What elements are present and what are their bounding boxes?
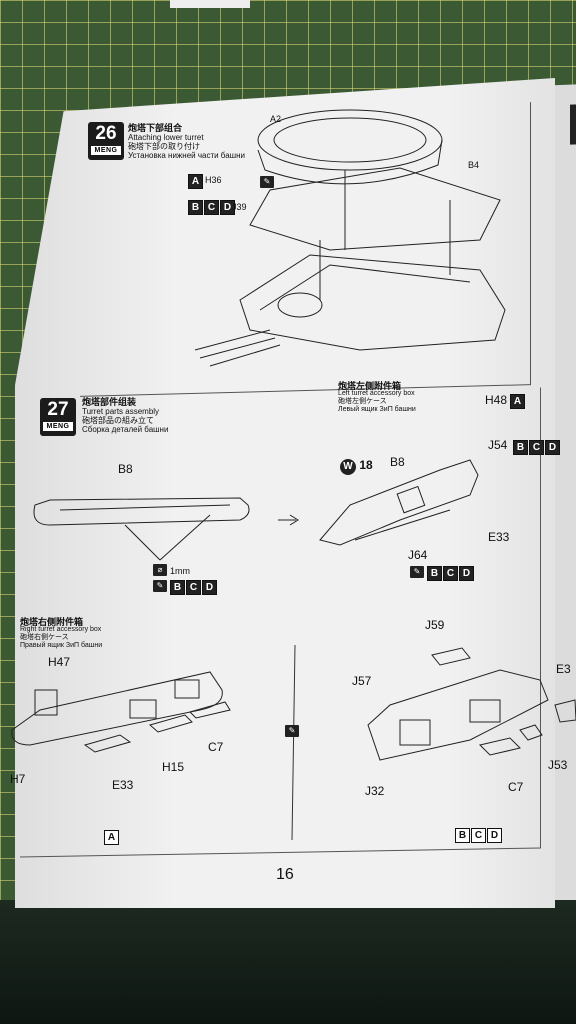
step-26-boxes-bcd: B C D <box>188 200 235 215</box>
step-27-title-en: Turret parts assembly <box>82 407 160 416</box>
label-h36: H36 <box>205 175 222 185</box>
step-26-title: 炮塔下部组合 Attaching lower turret 砲塔下部の取り付け … <box>128 123 245 161</box>
glue-icon-right: ✎ <box>410 566 424 578</box>
step-27-boxes-bcd-left: B C D <box>170 580 217 595</box>
label-a2: A2 <box>270 114 282 124</box>
box-d: D <box>459 566 474 581</box>
box-b: B <box>170 580 185 595</box>
step-27-number: 27 <box>47 399 69 420</box>
box-c: C <box>186 580 201 595</box>
label-h48: H48 <box>485 393 508 407</box>
step-27-brand: MENG <box>43 422 73 431</box>
right-box-title: 炮塔右侧附件箱 Right turret accessory box 砲塔右側ケ… <box>20 618 102 650</box>
glue-symbol-icon: ✎ <box>260 176 274 188</box>
box-c: C <box>471 828 486 843</box>
box-a: A <box>188 174 203 189</box>
step-26-title-zh: 炮塔下部组合 <box>128 123 183 133</box>
label-b8-box: B8 <box>390 455 405 469</box>
step-27-boxes-bcd-right: B C D <box>427 566 474 581</box>
bottom-box-a: A <box>104 830 119 845</box>
box-d: D <box>545 440 560 455</box>
box-d: D <box>220 200 235 215</box>
label-j53: J53 <box>548 758 568 772</box>
right-box-title-ja: 砲塔右側ケース <box>20 634 69 641</box>
box-b: B <box>455 828 470 843</box>
h48-box-a: A <box>510 394 525 409</box>
box-a: A <box>510 394 525 409</box>
step-26-title-en: Attaching lower turret <box>128 133 204 142</box>
step-26-box-a: A <box>188 174 203 189</box>
step-26-number: 26 <box>95 123 117 144</box>
label-j64: J64 <box>408 548 428 562</box>
label-b4: B4 <box>468 160 480 170</box>
dark-table-edge <box>0 900 576 1024</box>
box-c: C <box>204 200 219 215</box>
right-box-title-en: Right turret accessory box <box>20 626 102 633</box>
box-b: B <box>188 200 203 215</box>
label-h47: H47 <box>48 655 71 669</box>
bottom-boxes-bcd: B C D <box>455 828 502 843</box>
box-d: D <box>202 580 217 595</box>
label-e33-bottom: E33 <box>112 778 134 792</box>
step-26-title-ja: 砲塔下部の取り付け <box>128 142 200 151</box>
step-26-badge: 26 MENG <box>88 122 124 160</box>
right-box-title-ru: Правый ящик ЗиП башни <box>20 642 103 649</box>
paper-strip <box>170 0 250 8</box>
left-box-title-en: Left turret accessory box <box>338 390 415 397</box>
box-b: B <box>427 566 442 581</box>
label-j57: J57 <box>352 674 372 688</box>
label-h7: H7 <box>10 772 26 786</box>
right-box-title-zh: 炮塔右侧附件箱 <box>20 617 84 627</box>
step-27-title-zh: 炮塔部件组装 <box>82 397 137 407</box>
step-26-brand: MENG <box>91 146 121 155</box>
label-w18: W 18 <box>340 458 373 475</box>
box-c: C <box>443 566 458 581</box>
label-j39: J39 <box>232 202 247 212</box>
label-c7-right: C7 <box>508 780 524 794</box>
w-badge: W <box>340 459 356 475</box>
box-a: A <box>104 830 119 845</box>
label-b8-bar: B8 <box>118 462 133 476</box>
label-j32: J32 <box>365 784 385 798</box>
step-27-title-ru: Сборка деталей башни <box>82 425 169 434</box>
page-number: 16 <box>276 866 294 883</box>
step-26-title-ru: Установка нижней части башни <box>128 151 245 160</box>
label-h15: H15 <box>162 760 185 774</box>
box-b: B <box>513 440 528 455</box>
label-c7-left: C7 <box>208 740 224 754</box>
label-e3x: E3 <box>556 662 571 676</box>
left-box-title-ru: Левый ящик ЗиП башни <box>338 406 416 413</box>
left-box-title-ja: 砲塔左側ケース <box>338 398 387 405</box>
step-27-title-ja: 砲塔部品の組み立て <box>82 416 154 425</box>
left-box-title-zh: 炮塔左侧附件箱 <box>338 381 402 391</box>
page-tab <box>570 104 576 145</box>
box-c: C <box>529 440 544 455</box>
step-27-title: 炮塔部件组装 Turret parts assembly 砲塔部品の組み立て С… <box>82 397 169 435</box>
glue-icon: ✎ <box>153 580 167 592</box>
label-j59: J59 <box>425 618 445 632</box>
drill-icon: ⌀ <box>153 564 167 576</box>
label-j54: J54 <box>488 438 508 452</box>
label-e33-top: E33 <box>488 530 510 544</box>
box-d: D <box>487 828 502 843</box>
label-1mm: 1mm <box>170 566 190 576</box>
j54-boxes-bcd: B C D <box>513 440 560 455</box>
glue-icon-center: ✎ <box>285 725 299 737</box>
left-box-title: 炮塔左侧附件箱 Left turret accessory box 砲塔左側ケー… <box>338 382 416 414</box>
step-27-badge: 27 MENG <box>40 398 76 436</box>
w-number: 18 <box>359 458 373 472</box>
